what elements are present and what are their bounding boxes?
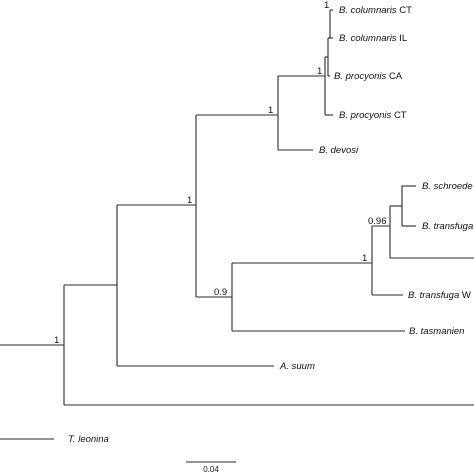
tree-branches — [0, 9, 474, 440]
support-label: 1 — [324, 0, 329, 11]
scale-bar-label: 0.04 — [203, 465, 219, 474]
support-label: 0.9 — [214, 287, 227, 298]
leaf-label-transfuga-a: B. transfuga A — [422, 221, 474, 232]
support-label: 0.96 — [368, 216, 387, 227]
leaf-label-procyonis-ct: B. procyonis CT — [339, 110, 407, 121]
leaf-label-columnaris-ct: B. columnaris CT — [339, 5, 412, 16]
support-label: 1 — [54, 335, 59, 346]
support-label: 1 — [268, 105, 273, 116]
leaf-label-devosi: B. devosi — [319, 145, 359, 156]
support-values: 1 1 1 1 0.96 1 0.9 1 — [54, 0, 387, 346]
support-label: 1 — [317, 66, 322, 77]
support-label: 1 — [362, 253, 367, 264]
leaf-label-schroederi: B. schroede — [422, 181, 473, 192]
leaf-label-leonina: T. leonina — [68, 434, 109, 445]
support-label: 1 — [187, 195, 192, 206]
leaf-label-columnaris-il: B. columnaris IL — [339, 33, 407, 44]
leaf-labels: B. columnaris CT B. columnaris IL B. pro… — [68, 5, 474, 445]
leaf-label-suum: A. suum — [279, 361, 315, 372]
leaf-label-transfuga-w: B. transfuga W — [408, 290, 471, 301]
leaf-label-tasmanien: B. tasmanien — [409, 326, 464, 337]
scale-bar: 0.04 — [186, 461, 236, 474]
leaf-label-procyonis-ca: B. procyonis CA — [334, 71, 403, 82]
